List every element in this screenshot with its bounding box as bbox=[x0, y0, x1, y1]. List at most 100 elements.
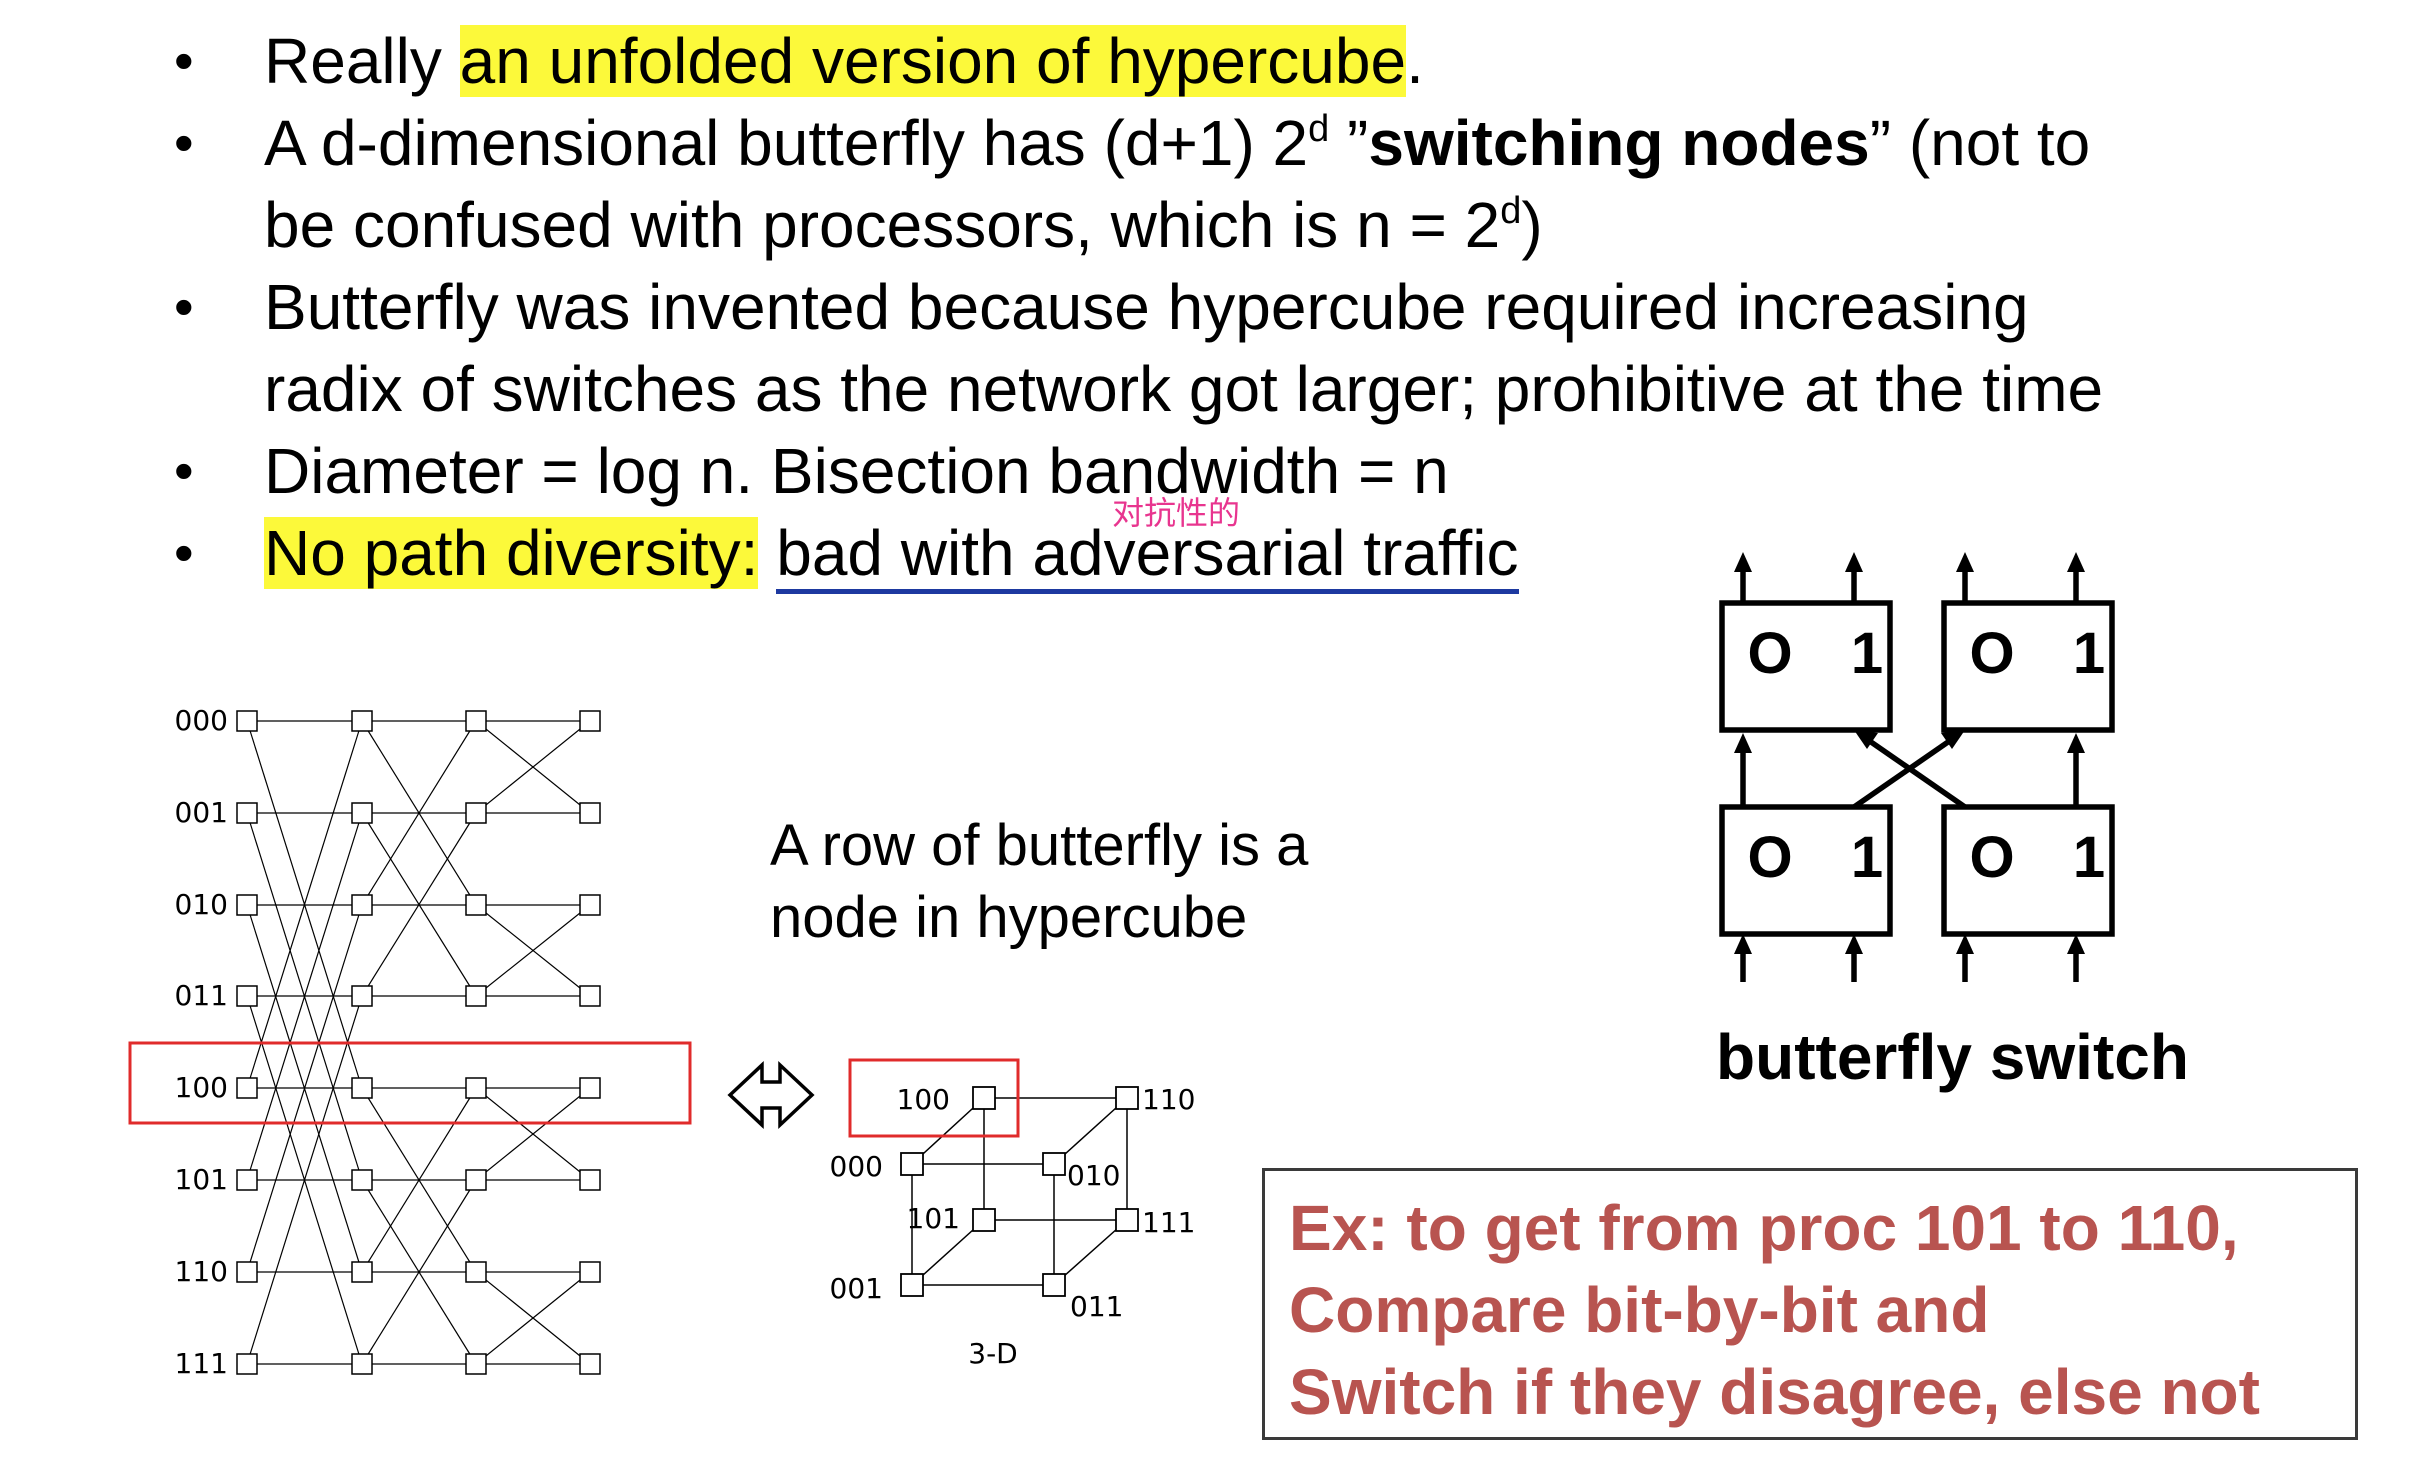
switch-cross-line bbox=[1869, 739, 1967, 810]
butterfly-cross-edge bbox=[361, 1087, 477, 1273]
butterfly-node bbox=[579, 1077, 601, 1099]
bullet-3-line1: Butterfly was invented because hypercube… bbox=[264, 271, 2029, 343]
switch-box bbox=[1941, 804, 2115, 937]
switch-cross-arrow-head bbox=[1941, 730, 1965, 749]
switch-port-1: 1 bbox=[2073, 825, 2105, 890]
hypercube-node-label: 011 bbox=[1070, 1290, 1123, 1323]
butterfly-node bbox=[236, 1261, 258, 1283]
switch-cross-arrow-head bbox=[1854, 730, 1878, 749]
butterfly-node bbox=[465, 894, 487, 916]
hypercube-node bbox=[1042, 1152, 1066, 1176]
switch-output-arrow-head bbox=[1845, 552, 1863, 572]
switch-box bbox=[1719, 600, 1893, 733]
butterfly-node bbox=[579, 1261, 601, 1283]
switch-input-arrow-head bbox=[1956, 934, 1974, 954]
hypercube-node-label: 101 bbox=[907, 1202, 960, 1235]
butterfly-cross-edge bbox=[475, 720, 591, 814]
example-line3: Switch if they disagree, else not bbox=[1289, 1356, 2260, 1428]
butterfly-node bbox=[579, 1169, 601, 1191]
bullet-dot: • bbox=[174, 275, 194, 338]
bullet-4: • Diameter = log n. Bisection bandwidth … bbox=[160, 430, 2320, 512]
butterfly-node bbox=[465, 802, 487, 824]
hypercube-edge bbox=[911, 1097, 985, 1165]
bullet-1-period: . bbox=[1406, 25, 1424, 97]
butterfly-node bbox=[579, 802, 601, 824]
translation-annotation: 对抗性的 bbox=[1112, 495, 1241, 531]
switch-input-arrow-head bbox=[1845, 934, 1863, 954]
hypercube-node bbox=[1115, 1208, 1139, 1232]
switch-port-0: O bbox=[1969, 825, 2014, 890]
switch-box bbox=[1719, 804, 1893, 937]
switch-output-arrow-head bbox=[1956, 552, 1974, 572]
hypercube-node bbox=[972, 1208, 996, 1232]
butterfly-node bbox=[465, 1169, 487, 1191]
butterfly-cross-edge bbox=[475, 1087, 591, 1181]
butterfly-node bbox=[579, 710, 601, 732]
butterfly-row-label: 110 bbox=[175, 1255, 228, 1288]
row-caption-line2: node in hypercube bbox=[770, 885, 1248, 950]
butterfly-node bbox=[236, 1353, 258, 1375]
bullet-dot: • bbox=[174, 111, 194, 174]
butterfly-row-label: 100 bbox=[175, 1071, 228, 1104]
example-line1: Ex: to get from proc 101 to 110, bbox=[1289, 1192, 2239, 1264]
example-box: Ex: to get from proc 101 to 110, Compare… bbox=[1262, 1168, 2358, 1440]
switch-port-0: O bbox=[1747, 621, 1792, 686]
butterfly-row-label: 101 bbox=[175, 1163, 228, 1196]
bullet-5-highlight: No path diversity: bbox=[264, 517, 759, 589]
example-line2: Compare bit-by-bit and bbox=[1289, 1274, 1990, 1346]
butterfly-node bbox=[351, 1169, 373, 1191]
butterfly-node bbox=[351, 985, 373, 1007]
bullet-2: • A d-dimensional butterfly has (d+1) 2d… bbox=[160, 102, 2320, 266]
bullet-4-text: Diameter = log n. Bisection bandwidth = … bbox=[264, 435, 1449, 507]
hypercube-node-label: 001 bbox=[830, 1272, 883, 1305]
bullet-1-text: Really bbox=[264, 25, 460, 97]
hypercube-node bbox=[900, 1273, 924, 1297]
butterfly-cross-edge bbox=[246, 812, 363, 1181]
hypercube-node bbox=[1042, 1273, 1066, 1297]
butterfly-row-label: 000 bbox=[175, 704, 228, 737]
butterfly-node bbox=[465, 985, 487, 1007]
butterfly-node bbox=[579, 1353, 601, 1375]
butterfly-node bbox=[236, 710, 258, 732]
row-caption-line1: A row of butterfly is a bbox=[770, 813, 1309, 878]
butterfly-node bbox=[351, 1353, 373, 1375]
butterfly-node bbox=[351, 1077, 373, 1099]
hypercube-node-label: 111 bbox=[1142, 1206, 1195, 1239]
butterfly-node bbox=[351, 710, 373, 732]
cube-highlight-box bbox=[848, 1058, 1020, 1138]
butterfly-cross-edge bbox=[361, 812, 477, 997]
bullet-2-line2: be confused with processors, which is n … bbox=[264, 189, 1501, 261]
bullet-1-highlight: an unfolded version of hypercube bbox=[459, 25, 1407, 97]
switch-straight-arrow-head bbox=[1734, 733, 1752, 753]
bullet-2-text: A d-dimensional butterfly has (d+1) 2 bbox=[264, 107, 1309, 179]
butterfly-node bbox=[579, 985, 601, 1007]
butterfly-cross-edge bbox=[246, 995, 363, 1365]
switch-output-arrow-head bbox=[2067, 552, 2085, 572]
bullet-dot: • bbox=[174, 439, 194, 502]
hypercube-node bbox=[972, 1086, 996, 1110]
bullet-dot: • bbox=[174, 29, 194, 92]
bullet-2-bold: switching nodes bbox=[1368, 107, 1870, 179]
butterfly-node bbox=[236, 894, 258, 916]
butterfly-node bbox=[465, 710, 487, 732]
hypercube-node-label: 110 bbox=[1142, 1083, 1195, 1116]
hypercube-node-label: 100 bbox=[897, 1083, 950, 1116]
butterfly-node bbox=[236, 1077, 258, 1099]
bullet-2-paren: ) bbox=[1521, 189, 1543, 261]
butterfly-node bbox=[236, 985, 258, 1007]
switch-input-arrow-head bbox=[2067, 934, 2085, 954]
switch-output-arrow-head bbox=[1734, 552, 1752, 572]
switch-port-1: 1 bbox=[1851, 825, 1883, 890]
switch-box bbox=[1941, 600, 2115, 733]
bullet-5-underlined: bad with adversarial traffic bbox=[776, 517, 1519, 594]
butterfly-node bbox=[236, 802, 258, 824]
hypercube-node bbox=[900, 1152, 924, 1176]
double-arrow-icon bbox=[727, 1060, 815, 1130]
butterfly-cross-edge bbox=[475, 904, 591, 997]
switch-port-0: O bbox=[1747, 825, 1792, 890]
hypercube-edge bbox=[1053, 1097, 1128, 1165]
bullet-1: • Really an unfolded version of hypercub… bbox=[160, 20, 2320, 102]
butterfly-node bbox=[465, 1353, 487, 1375]
